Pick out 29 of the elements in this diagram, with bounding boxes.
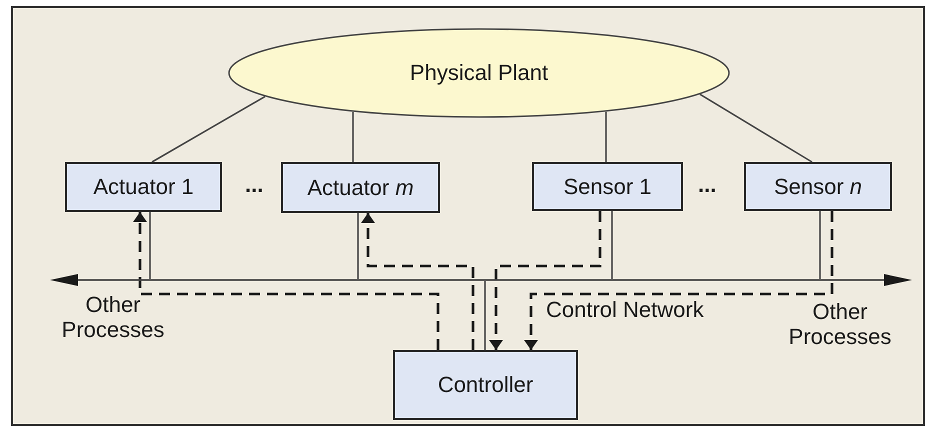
node-label: Physical Plant [410, 60, 548, 86]
node-label: Controller [438, 372, 534, 398]
connector-line [700, 94, 812, 163]
sensor-box [744, 162, 892, 211]
signal-arrow [133, 212, 440, 350]
connector-line [605, 112, 607, 162]
side-label: Other Processes [788, 300, 892, 350]
controller-box [393, 350, 578, 420]
ellipsis-label: ... [698, 172, 716, 198]
actuator-box [65, 162, 222, 212]
connector-line [611, 211, 613, 279]
connector-line [152, 96, 266, 163]
signal-arrow [524, 211, 834, 350]
connector-line [484, 281, 486, 350]
signal-arrow [489, 211, 602, 350]
connector-line [352, 112, 354, 162]
connector-line [357, 213, 359, 279]
connector-line [149, 212, 151, 279]
node-label: Sensor n [774, 174, 862, 200]
actuator-box [281, 162, 440, 213]
node-label: Actuator m [307, 174, 414, 200]
node-label: Sensor 1 [563, 174, 652, 200]
sensor-box [532, 162, 683, 211]
connector-line [819, 211, 821, 279]
network-label: Control Network [546, 298, 704, 323]
ellipsis-label: ... [245, 172, 264, 198]
signal-arrow [361, 213, 474, 350]
side-label: Other Processes [60, 293, 166, 342]
node-label: Actuator 1 [93, 174, 194, 200]
